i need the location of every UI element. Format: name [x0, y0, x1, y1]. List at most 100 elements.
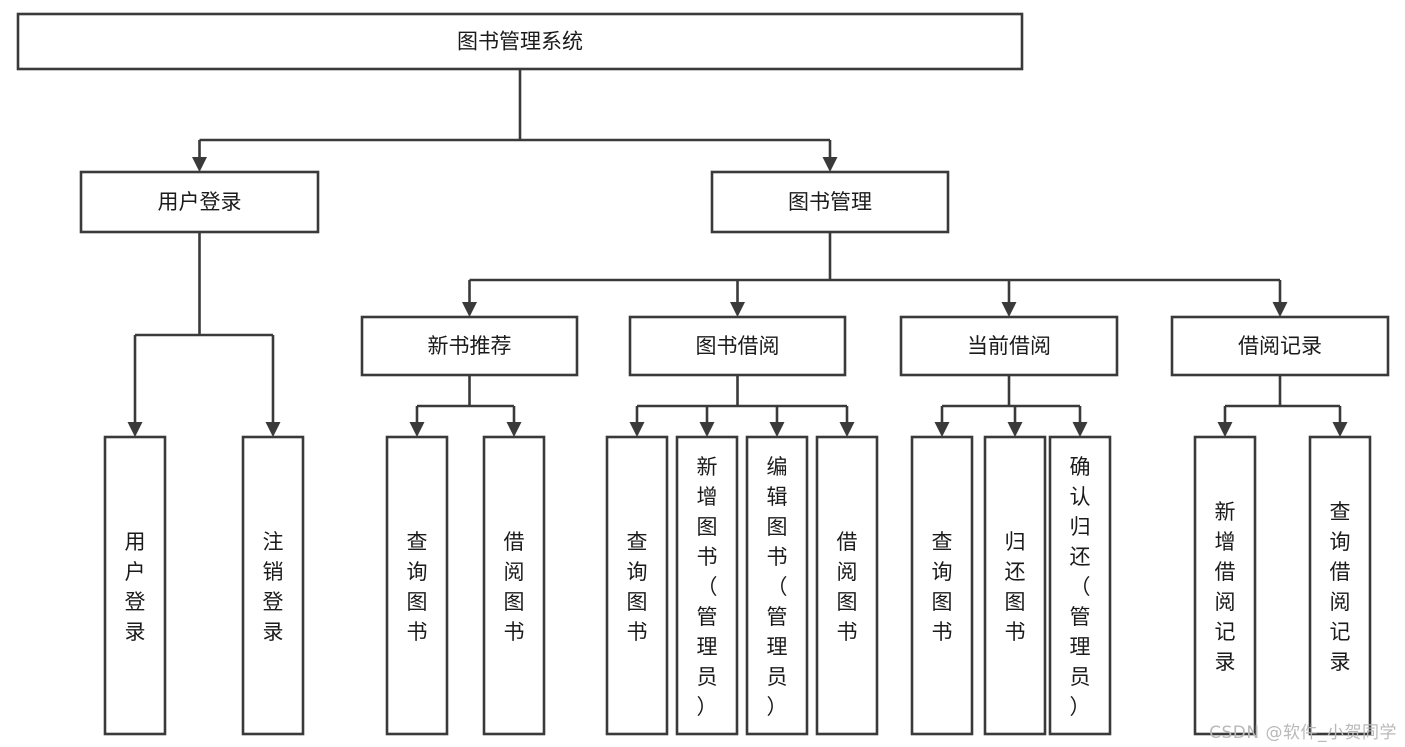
- node-leaf-9-rect: [983, 435, 1047, 736]
- node-leaf-0-label-char: 用: [125, 530, 146, 554]
- node-leaf-2-label-char: 图: [407, 590, 428, 614]
- node-leaf-1-label-char: 录: [263, 620, 284, 644]
- node-leaf-11-rect: [1193, 435, 1257, 736]
- node-leaf-7-label-char: 阅: [837, 560, 858, 584]
- node-leaf-11-label-char: 记: [1215, 620, 1236, 644]
- node-leaf-11-label-char: 新: [1215, 500, 1236, 524]
- user-to-leaf-1-arrowhead: [265, 422, 281, 437]
- node-level2-0-rect: [79, 170, 320, 234]
- node-leaf-12-label-char: 借: [1330, 560, 1351, 584]
- node-leaf-10-label-char: 还: [1070, 545, 1091, 569]
- node-leaf-5-label-char: 管: [697, 605, 718, 629]
- node-leaf-6-label-char: 员: [767, 665, 788, 689]
- node-leaf-2-label-char: 查: [407, 530, 428, 554]
- mgmt-to-level3-3-arrowhead: [1272, 302, 1288, 317]
- level3-1-to-leaf-1-arrowhead: [699, 422, 715, 437]
- node-leaf-2-label-char: 书: [407, 620, 428, 644]
- level3-3-to-leaf-1-arrowhead: [1332, 422, 1348, 437]
- node-leaf-3-label-char: 阅: [504, 560, 525, 584]
- node-leaf-12-label-char: 记: [1330, 620, 1351, 644]
- node-leaf-0-label-char: 登: [125, 590, 146, 614]
- node-leaf-6-label-char: ）: [767, 695, 788, 719]
- node-leaf-12-label-char: 阅: [1330, 590, 1351, 614]
- node-leaf-3-label-char: 书: [504, 620, 525, 644]
- node-leaf-6-label-char: 书: [767, 545, 788, 569]
- node-leaf-8-label-char: 书: [932, 620, 953, 644]
- node-level3-3[interactable]: 借阅记录: [1170, 315, 1390, 377]
- node-leaf-8-label-char: 图: [932, 590, 953, 614]
- node-leaf-9-label-char: 图: [1005, 590, 1026, 614]
- root-to-level2-1-arrowhead: [822, 157, 838, 172]
- node-leaf-12-label-char: 录: [1330, 650, 1351, 674]
- node-root-rect: [16, 12, 1024, 71]
- node-leaf-5-rect: [675, 435, 739, 736]
- node-level3-1-rect: [628, 315, 847, 377]
- level3-2-to-leaf-1-arrowhead: [1007, 422, 1023, 437]
- node-leaf-3-label-char: 借: [504, 530, 525, 554]
- node-leaf-9-label-char: 还: [1005, 560, 1026, 584]
- mgmt-to-level3-2-arrowhead: [1001, 302, 1017, 317]
- level3-1-to-leaf-3-arrowhead: [839, 422, 855, 437]
- level3-0-to-leaf-1-arrowhead: [506, 422, 522, 437]
- node-level3-2[interactable]: 当前借阅: [899, 315, 1119, 377]
- node-leaf-11-label-char: 阅: [1215, 590, 1236, 614]
- node-level3-0-rect: [360, 315, 579, 377]
- node-leaf-2-label-char: 询: [407, 560, 428, 584]
- node-leaf-10-label-char: 确: [1070, 455, 1091, 479]
- node-leaf-6-label-char: 图: [767, 515, 788, 539]
- node-leaf-6-rect: [745, 435, 809, 736]
- node-level2-1[interactable]: 图书管理: [710, 170, 950, 234]
- node-leaf-3-label-char: 图: [504, 590, 525, 614]
- mgmt-to-level3-1-arrowhead: [730, 302, 745, 317]
- level3-2-to-leaf-0-arrowhead: [934, 422, 950, 437]
- node-level3-0[interactable]: 新书推荐: [360, 315, 579, 377]
- node-leaf-1-label-char: 注: [263, 530, 284, 554]
- node-leaf-6-label-char: 管: [767, 605, 788, 629]
- node-level2-1-rect: [710, 170, 950, 234]
- node-leaf-4-label-char: 书: [627, 620, 648, 644]
- node-level3-3-rect: [1170, 315, 1390, 377]
- node-leaf-10-label-char: 员: [1070, 665, 1091, 689]
- node-leaf-6-label-char: 编: [767, 455, 788, 479]
- node-leaf-0[interactable]: 用户登录: [103, 435, 167, 736]
- level3-1-to-leaf-2-arrowhead: [769, 422, 785, 437]
- node-level2-0[interactable]: 用户登录: [79, 170, 320, 234]
- node-leaf-10-label-char: 理: [1070, 635, 1091, 659]
- node-leaf-3-rect: [482, 435, 546, 736]
- node-leaf-8-rect: [910, 435, 974, 736]
- node-root[interactable]: 图书管理系统: [16, 12, 1024, 71]
- node-leaf-10-label-char: 管: [1070, 605, 1091, 629]
- node-leaf-5-label-char: （: [697, 575, 718, 599]
- node-leaf-8-label-char: 查: [932, 530, 953, 554]
- node-leaf-1-label-char: 登: [263, 590, 284, 614]
- node-leaf-12-label-char: 查: [1330, 500, 1351, 524]
- node-level3-1[interactable]: 图书借阅: [628, 315, 847, 377]
- node-leaf-2-rect: [385, 435, 449, 736]
- level3-3-to-leaf-0-arrowhead: [1217, 422, 1233, 437]
- node-leaf-10-label-char: （: [1070, 575, 1091, 599]
- csdn-watermark: CSDN @软件_小贺同学: [1209, 723, 1397, 743]
- node-leaf-0-rect: [103, 435, 167, 736]
- node-leaf-0-label-char: 户: [125, 560, 146, 584]
- node-leaf-5-label-char: ）: [697, 695, 718, 719]
- node-leaf-5-label-char: 员: [697, 665, 718, 689]
- node-leaf-4-rect: [605, 435, 669, 736]
- node-leaf-10-rect: [1048, 435, 1112, 736]
- node-level3-2-rect: [899, 315, 1119, 377]
- node-leaf-10-label-char: 认: [1070, 485, 1091, 509]
- node-level2-1-label: 图书管理: [788, 190, 872, 214]
- node-leaf-10-label-char: ）: [1070, 695, 1091, 719]
